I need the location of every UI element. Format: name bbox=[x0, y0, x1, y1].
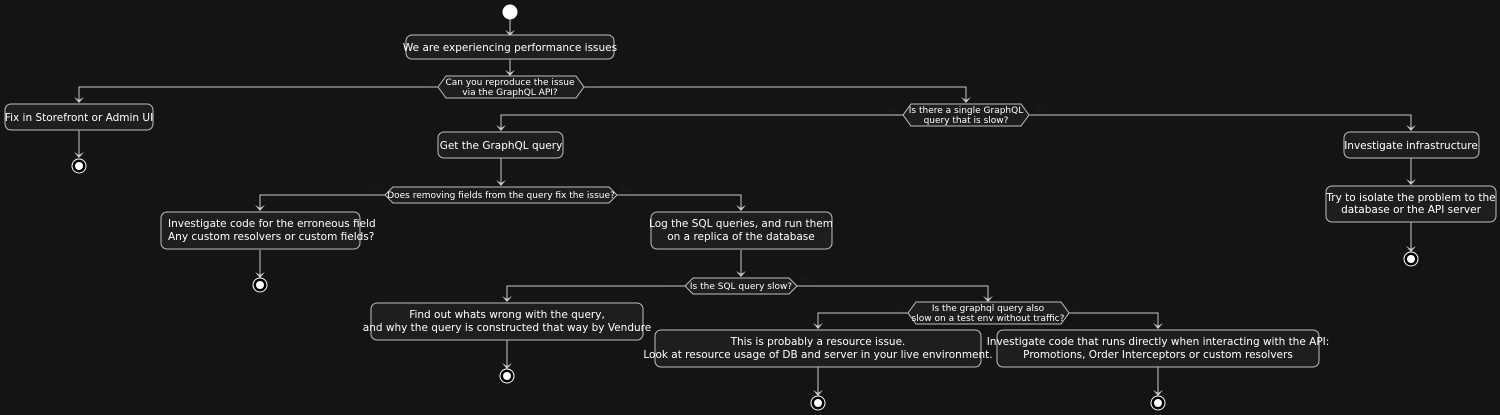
activity-label: We are experiencing performance issues bbox=[403, 42, 617, 54]
activity-label-line-2: Promotions, Order Interceptors or custom… bbox=[1023, 349, 1293, 361]
branch-label-yes: Yes bbox=[368, 185, 382, 194]
arrowhead bbox=[502, 296, 512, 302]
branch-label-yes: Yes bbox=[891, 303, 905, 312]
arrowhead bbox=[74, 152, 84, 158]
arrowhead bbox=[1406, 179, 1416, 185]
activity-label-line-1: Investigate code that runs directly when… bbox=[987, 336, 1330, 348]
edge-sql-slow-no bbox=[797, 285, 989, 300]
branch-label-no: No bbox=[587, 77, 598, 86]
activity-label: Fix in Storefront or Admin UI bbox=[5, 112, 153, 124]
arrowhead bbox=[255, 272, 265, 278]
arrowhead bbox=[505, 70, 515, 76]
arrowhead bbox=[1406, 125, 1416, 131]
arrowhead bbox=[813, 323, 823, 329]
branch-label-no: No bbox=[1034, 105, 1045, 114]
decision-label-line-2: via the GraphQL API? bbox=[462, 88, 558, 98]
branch-label-no: No bbox=[1073, 303, 1084, 312]
arrowhead bbox=[1406, 246, 1416, 252]
decision-removing-fields: Does removing fields from the query fix … bbox=[384, 186, 618, 204]
arrowhead bbox=[1153, 390, 1163, 396]
arrowhead bbox=[736, 205, 746, 211]
branch-labels: Yes No Yes No Yes No Yes No Yes No bbox=[368, 77, 1084, 312]
decision-label-line-2: slow on a test env without traffic? bbox=[912, 314, 1065, 324]
edge-removing-yes bbox=[259, 194, 385, 209]
decision-label-line-1: Is the graphql query also bbox=[932, 304, 1045, 314]
end-node bbox=[71, 158, 87, 174]
edges bbox=[74, 19, 1416, 396]
activity-label-line-2: Any custom resolvers or custom fields? bbox=[168, 231, 374, 243]
end-node bbox=[1150, 395, 1166, 411]
activity-log-sql: Log the SQL queries, and run them on a r… bbox=[649, 211, 833, 250]
decision-label: Does removing fields from the query fix … bbox=[387, 191, 615, 201]
activity-label-line-2: on a replica of the database bbox=[667, 231, 815, 243]
branch-label-no: No bbox=[801, 276, 812, 285]
activity-fix-ui: Fix in Storefront or Admin UI bbox=[4, 103, 154, 131]
arrowhead bbox=[736, 271, 746, 277]
end-node bbox=[252, 277, 268, 293]
arrowhead bbox=[1153, 323, 1163, 329]
activity-resource-issue: This is probably a resource issue. Look … bbox=[643, 329, 993, 368]
activity-investigate-field: Investigate code for the erroneous field… bbox=[160, 211, 376, 250]
decision-label-line-1: Is there a single GraphQL bbox=[909, 106, 1023, 116]
decision-label-line-1: Can you reproduce the issue bbox=[445, 78, 574, 88]
arrowhead bbox=[255, 205, 265, 211]
activity-find-wrong: Find out whats wrong with the query, and… bbox=[363, 302, 651, 341]
arrowhead bbox=[496, 180, 506, 186]
decision-reproduce: Can you reproduce the issue via the Grap… bbox=[437, 75, 585, 99]
edge-reproduce-no bbox=[78, 86, 438, 101]
arrowhead bbox=[961, 97, 971, 103]
activity-perf-issues: We are experiencing performance issues bbox=[403, 34, 617, 60]
edge-test-env-yes bbox=[817, 312, 908, 327]
edge-test-env-no bbox=[1069, 312, 1159, 327]
edge-single-query-yes bbox=[500, 114, 903, 129]
arrowhead bbox=[74, 97, 84, 103]
arrowhead bbox=[502, 363, 512, 369]
activity-investigate-api: Investigate code that runs directly when… bbox=[987, 329, 1330, 368]
branch-label-yes: Yes bbox=[425, 77, 439, 86]
activity-label-line-1: Investigate code for the erroneous field bbox=[168, 218, 376, 230]
arrowhead bbox=[983, 296, 993, 302]
activity-label-line-1: Try to isolate the problem to the bbox=[1325, 192, 1495, 204]
branch-label-yes: Yes bbox=[885, 105, 899, 114]
branch-label-yes: Yes bbox=[668, 276, 682, 285]
edge-single-query-no bbox=[1029, 114, 1412, 129]
activity-investigate-infra: Investigate infrastructure bbox=[1343, 131, 1480, 159]
decision-single-query: Is there a single GraphQL query that is … bbox=[902, 103, 1030, 127]
arrowhead bbox=[813, 390, 823, 396]
activity-label-line-2: database or the API server bbox=[1341, 204, 1482, 216]
end-node bbox=[1403, 251, 1419, 267]
start-node bbox=[502, 4, 518, 20]
activity-label: Get the GraphQL query bbox=[440, 140, 563, 152]
edge-removing-no bbox=[617, 194, 742, 209]
activity-get-query: Get the GraphQL query bbox=[437, 131, 564, 159]
activity-label-line-2: Look at resource usage of DB and server … bbox=[643, 349, 992, 361]
activity-label-line-1: Log the SQL queries, and run them bbox=[649, 218, 833, 230]
end-node bbox=[810, 395, 826, 411]
arrowhead bbox=[505, 30, 515, 36]
activity-label-line-1: Find out whats wrong with the query, bbox=[409, 309, 605, 321]
branch-label-no: No bbox=[621, 185, 632, 194]
activity-isolate-problem: Try to isolate the problem to the databa… bbox=[1325, 185, 1497, 223]
activity-label: Investigate infrastructure bbox=[1344, 140, 1478, 152]
activity-label-line-1: This is probably a resource issue. bbox=[730, 336, 906, 348]
edge-reproduce-yes bbox=[584, 86, 967, 101]
edge-sql-slow-yes bbox=[506, 285, 685, 300]
arrowhead bbox=[496, 125, 506, 131]
activity-label-line-2: and why the query is constructed that wa… bbox=[363, 322, 651, 334]
end-node bbox=[499, 368, 515, 384]
decision-label-line-2: query that is slow? bbox=[924, 116, 1009, 126]
decision-label: Is the SQL query slow? bbox=[690, 282, 792, 292]
decision-sql-slow: Is the SQL query slow? bbox=[684, 277, 798, 295]
decision-test-env: Is the graphql query also slow on a test… bbox=[907, 301, 1070, 325]
